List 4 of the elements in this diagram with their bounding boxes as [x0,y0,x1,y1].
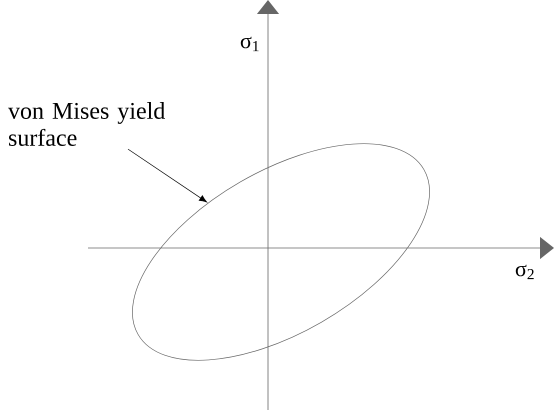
axis-label: σ$_{2}$ [516,264,534,280]
label-text: von Mises yield surface [8,102,166,146]
axis-label: σ$_{1}$ [240,36,259,52]
leader-line [198,195,208,202]
